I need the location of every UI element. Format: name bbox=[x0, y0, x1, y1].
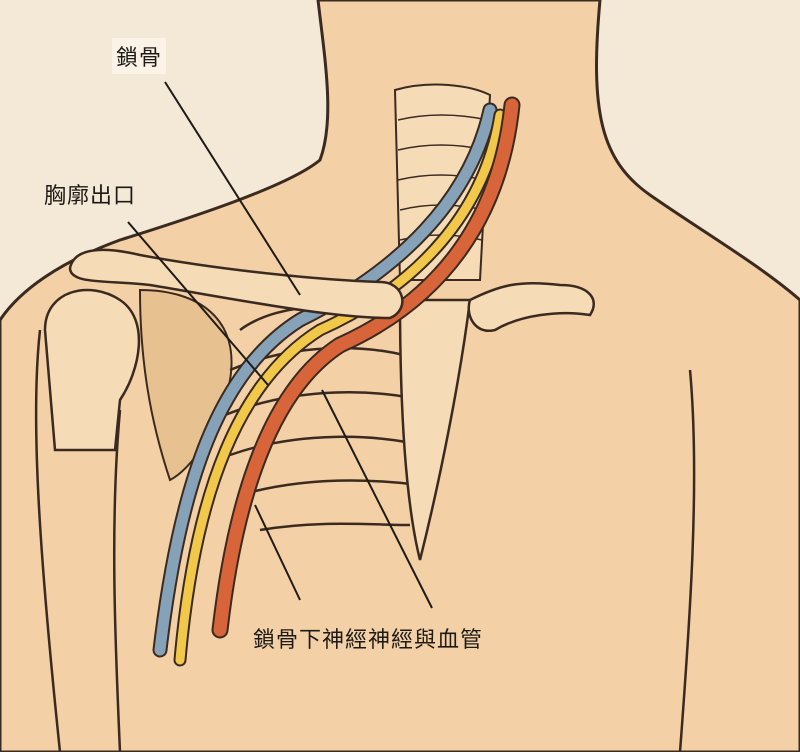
clavicle-right bbox=[467, 281, 595, 333]
leader-lines bbox=[127, 81, 433, 609]
clavicle-left bbox=[68, 248, 404, 320]
sternum bbox=[398, 298, 472, 561]
label-thoracic-outlet: 胸廓出口 bbox=[44, 184, 137, 209]
label-clavicle: 鎖骨 bbox=[112, 38, 167, 74]
right-arm-outline bbox=[678, 369, 696, 752]
subclavian-bundle bbox=[152, 96, 521, 667]
humerus-head bbox=[43, 288, 141, 452]
label-subclavian-nerves-vessels: 鎖骨下神經神經與血管 bbox=[253, 628, 484, 653]
arm-outline bbox=[34, 329, 122, 752]
